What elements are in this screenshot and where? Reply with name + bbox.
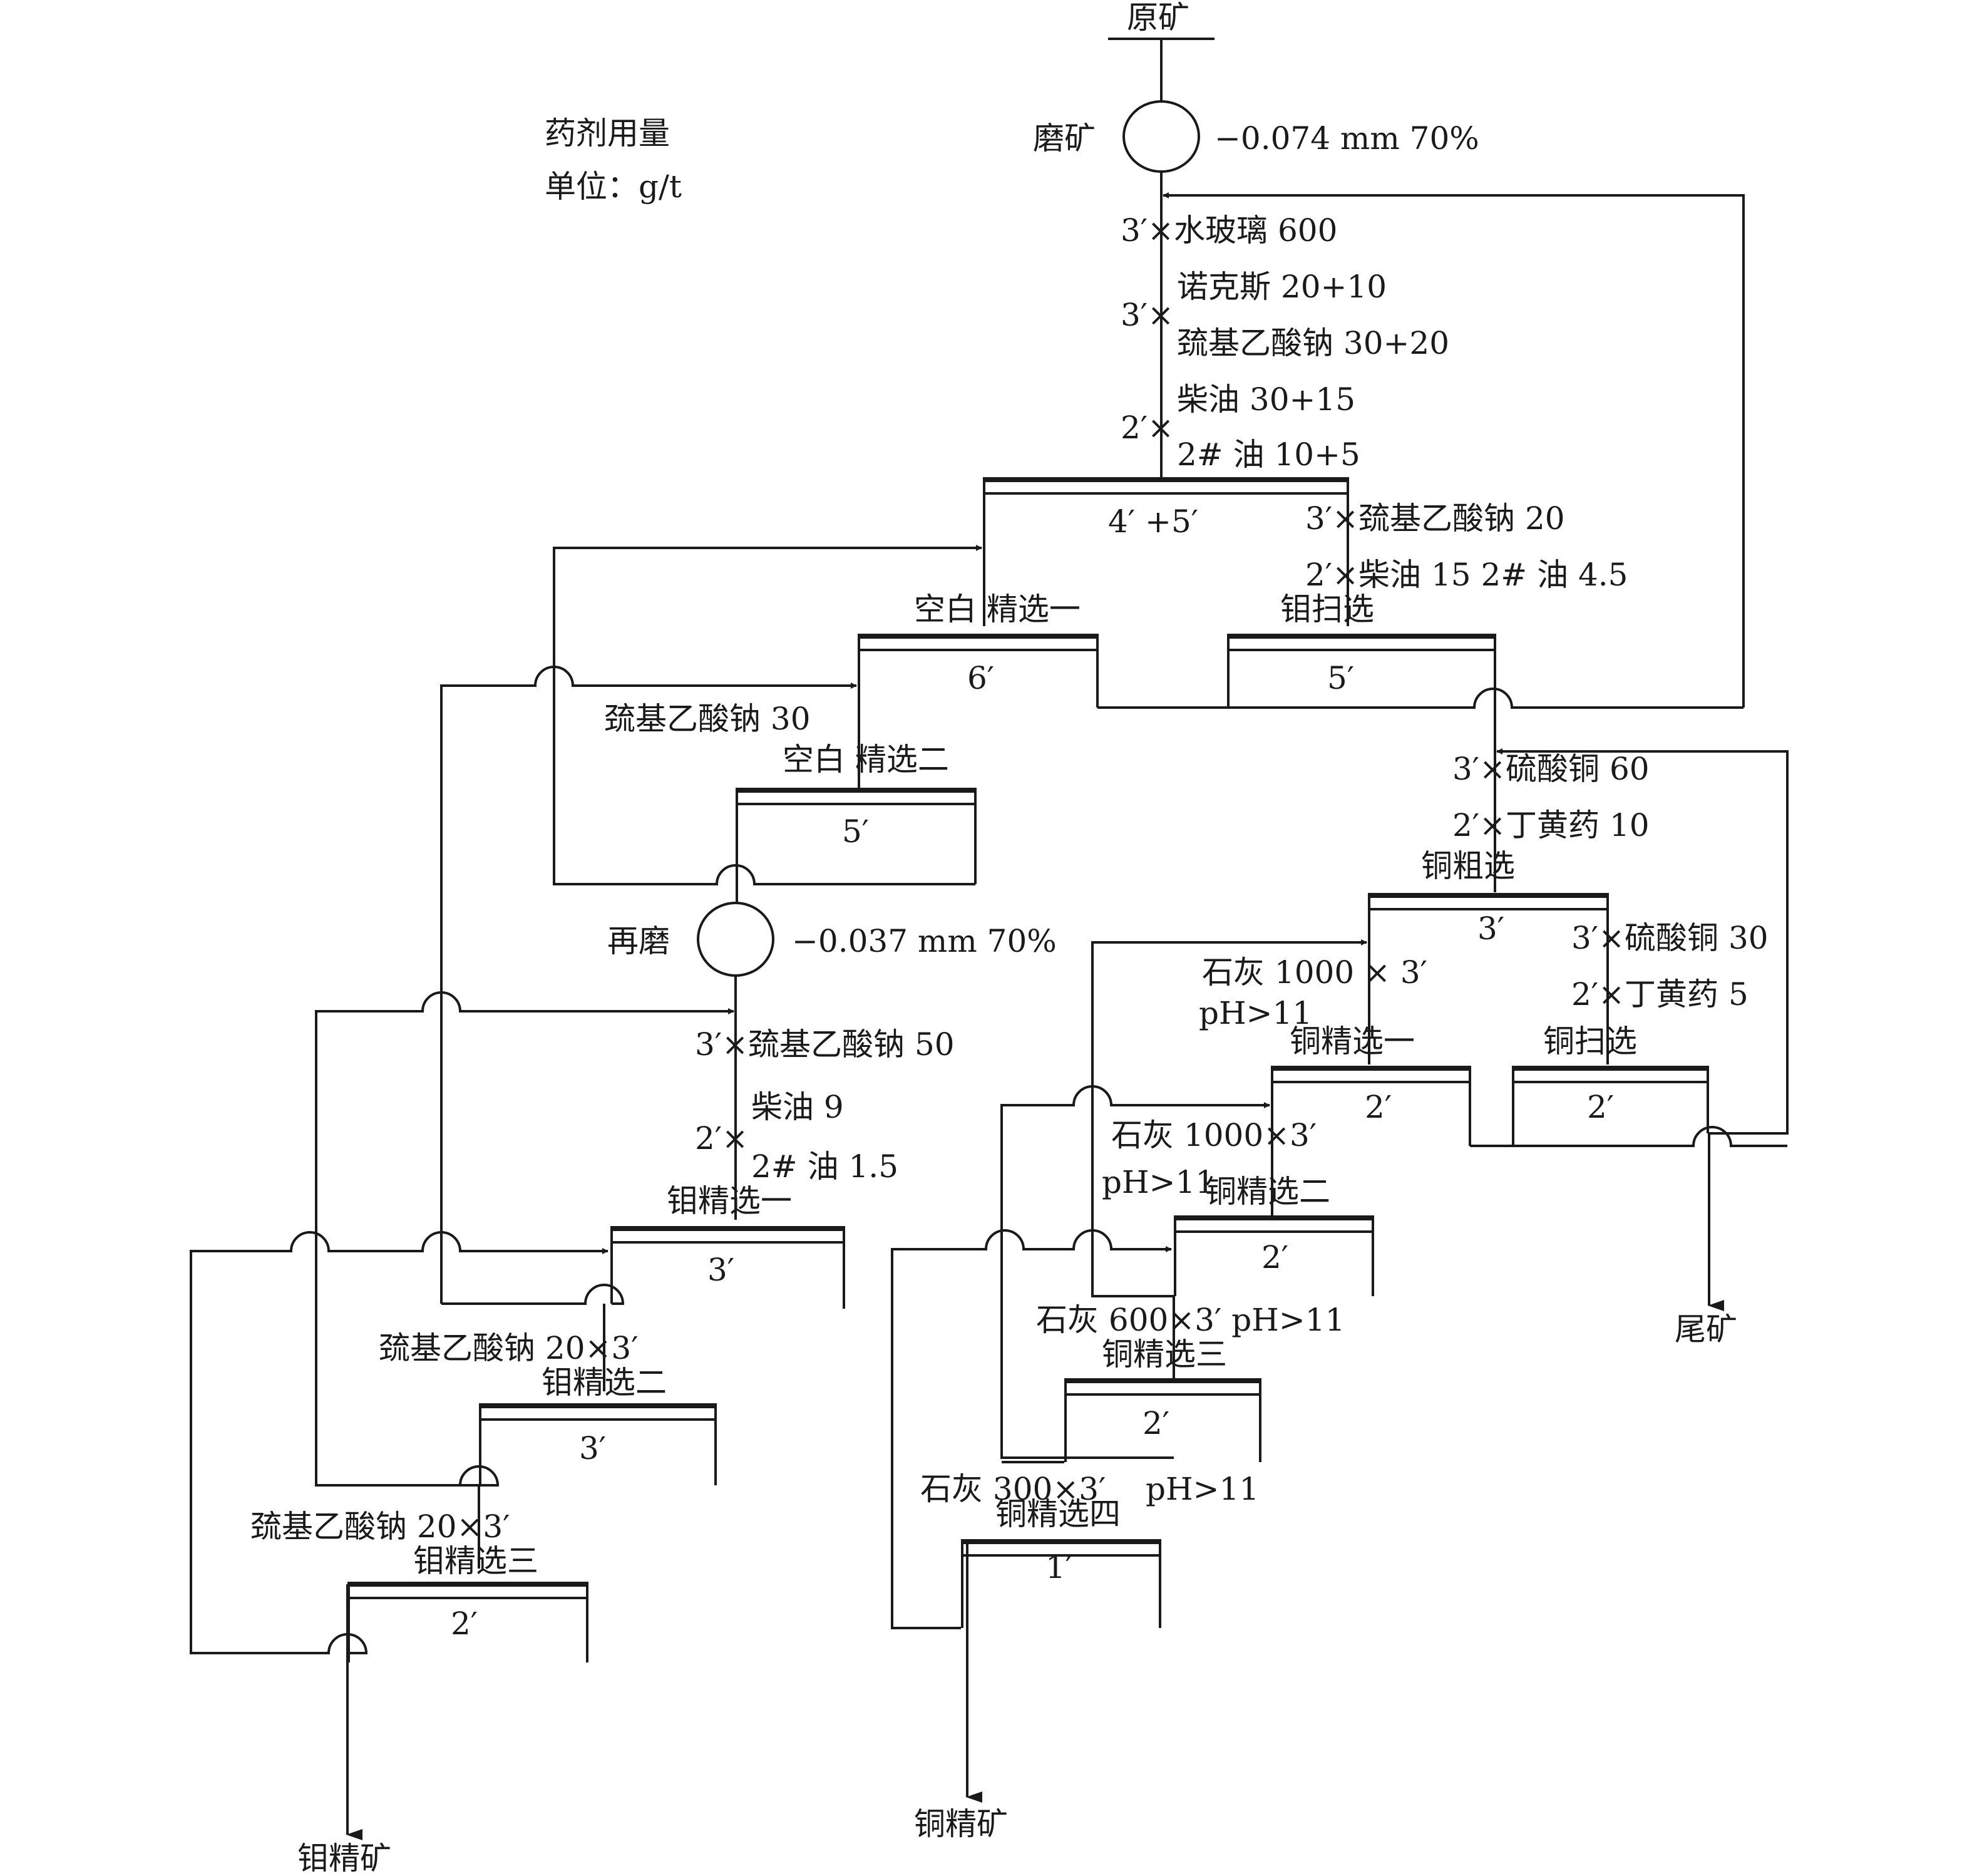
cu-clean2-label: 铜精选二 bbox=[1205, 1173, 1330, 1210]
mo-conc-label: 钼精矿 bbox=[297, 1840, 391, 1876]
reagent-cu-scav-cuso4: 3′×硫酸铜 30 bbox=[1571, 920, 1769, 956]
mo-clean1-tail-recycle bbox=[440, 666, 857, 1304]
reagent-cu4-lime: 石灰 300×3′ bbox=[920, 1471, 1106, 1507]
mo-clean2-conc-line bbox=[458, 1465, 500, 1487]
reagent-cu2-ph: pH>11 bbox=[1102, 1164, 1215, 1200]
reagent-waterglass: 3′×水玻璃 600 bbox=[1121, 212, 1337, 249]
cu-scav-recycle-line bbox=[1496, 748, 1789, 1135]
cu-rougher-time: 3′ bbox=[1477, 910, 1504, 947]
mo-clean1-tail-line bbox=[1097, 688, 1743, 709]
reagent-cu2-lime: 石灰 1000×3′ bbox=[1111, 1117, 1317, 1153]
cu-clean4-time: 1′ bbox=[1045, 1549, 1072, 1585]
mo-scav-recycle-line bbox=[1163, 192, 1745, 708]
mo-clean3-label: 钼精选三 bbox=[413, 1543, 538, 1579]
tailings-label: 尾矿 bbox=[1675, 1311, 1737, 1348]
reagent-nokes: 诺克斯 20+10 bbox=[1177, 269, 1387, 305]
reagent-cu-scav-xanthate: 2′×丁黄药 5 bbox=[1571, 976, 1749, 1013]
mo-clean1-blank-time: 6′ bbox=[967, 660, 994, 696]
reagent-cu1-lime: 石灰 1000 × 3′ bbox=[1202, 954, 1427, 991]
mo-clean2-tail-line bbox=[553, 545, 982, 885]
mo-clean1-time: 3′ bbox=[707, 1252, 734, 1288]
grinding-spec: −0.074 mm 70% bbox=[1215, 120, 1479, 157]
reagent-mo1-tga: 3′×巯基乙酸钠 50 bbox=[695, 1026, 955, 1063]
cu-scav-label: 铜扫选 bbox=[1543, 1023, 1637, 1059]
reagent-cu4-ph: pH>11 bbox=[1146, 1471, 1259, 1507]
regrind-spec: −0.037 mm 70% bbox=[792, 923, 1057, 959]
reagent-scav-diesel: 2′×柴油 15 2# 油 4.5 bbox=[1305, 557, 1628, 593]
cu-clean3-label: 铜精选三 bbox=[1102, 1336, 1227, 1373]
cu-clean1-recycle-line bbox=[1091, 939, 1367, 1297]
mo-clean1-tail-line-2 bbox=[441, 1284, 625, 1305]
cu-clean3-time: 2′ bbox=[1143, 1405, 1169, 1441]
cu-rougher-label: 铜粗选 bbox=[1421, 848, 1515, 884]
reagent-cu-cuso4: 3′×硫酸铜 60 bbox=[1452, 751, 1650, 787]
mo-clean3-time: 2′ bbox=[451, 1605, 478, 1642]
reagent-clean2-tga: 巯基乙酸钠 30 bbox=[604, 701, 811, 737]
grinding-mill bbox=[1122, 100, 1200, 173]
cu-clean2-time: 2′ bbox=[1261, 1239, 1288, 1276]
cu-clean4-recycle-line bbox=[891, 1229, 1172, 1629]
mo-clean2-blank-label: 空白 精选二 bbox=[783, 741, 949, 778]
reagent-diesel: 柴油 30+15 bbox=[1177, 381, 1355, 418]
reagent-cu-xanthate: 2′×丁黄药 10 bbox=[1452, 807, 1650, 843]
regrind-mill bbox=[697, 902, 774, 977]
legend-unit: 单位：g/t bbox=[545, 168, 682, 205]
cu-clean1-label: 铜精选一 bbox=[1290, 1023, 1415, 1059]
regrind-label: 再磨 bbox=[607, 923, 670, 959]
feed-label: 原矿 bbox=[1127, 0, 1189, 36]
cu-clean1-time: 2′ bbox=[1365, 1089, 1392, 1125]
mo-clean3-tail-line bbox=[191, 1633, 368, 1654]
cu-conc-label: 铜精矿 bbox=[914, 1806, 1008, 1842]
reagent-mo1-oil: 2# 油 1.5 bbox=[751, 1148, 898, 1185]
rougher-time: 4′ +5′ bbox=[1108, 503, 1198, 540]
reagent-mo1-diesel: 柴油 9 bbox=[751, 1089, 844, 1125]
cu-clean2-recycle-line bbox=[1000, 1085, 1270, 1459]
reagent-2-oil: 2# 油 10+5 bbox=[1177, 436, 1360, 473]
reagent-mo3-tga: 巯基乙酸钠 20×3′ bbox=[250, 1508, 510, 1545]
reagent-time-3a: 3′× bbox=[1121, 297, 1174, 333]
reagent-cu1-ph: pH>11 bbox=[1199, 995, 1312, 1031]
reagent-mo2-tga: 巯基乙酸钠 20×3′ bbox=[379, 1330, 639, 1366]
mo-scav-time: 5′ bbox=[1327, 660, 1354, 696]
reagent-scav-tga: 3′×巯基乙酸钠 20 bbox=[1305, 500, 1565, 537]
reagent-time-2b: 2′× bbox=[695, 1120, 748, 1157]
legend-title: 药剂用量 bbox=[545, 115, 670, 152]
cu-scav-time: 2′ bbox=[1587, 1089, 1614, 1125]
mo-clean3-recycle-line bbox=[190, 1231, 609, 1654]
mo-clean1-label: 钼精选一 bbox=[667, 1183, 792, 1219]
grinding-label: 磨矿 bbox=[1033, 120, 1096, 157]
mo-clean1-blank-label: 空白 精选一 bbox=[914, 591, 1081, 627]
mo-clean2-time: 3′ bbox=[579, 1430, 606, 1466]
cu-clean1-tail-line bbox=[1470, 1126, 1787, 1147]
reagent-time-2a: 2′× bbox=[1121, 410, 1174, 446]
reagent-cu3-lime: 石灰 600×3′ pH>11 bbox=[1036, 1302, 1345, 1338]
reagent-tga: 巯基乙酸钠 30+20 bbox=[1177, 325, 1449, 361]
cu-clean4-label: 铜精选四 bbox=[995, 1496, 1121, 1532]
mo-scav-label: 钼扫选 bbox=[1280, 591, 1374, 627]
mo-clean2-label: 钼精选二 bbox=[542, 1364, 667, 1401]
mo-clean2-recycle-line bbox=[315, 991, 734, 1487]
mo-clean2-blank-time: 5′ bbox=[842, 813, 869, 850]
